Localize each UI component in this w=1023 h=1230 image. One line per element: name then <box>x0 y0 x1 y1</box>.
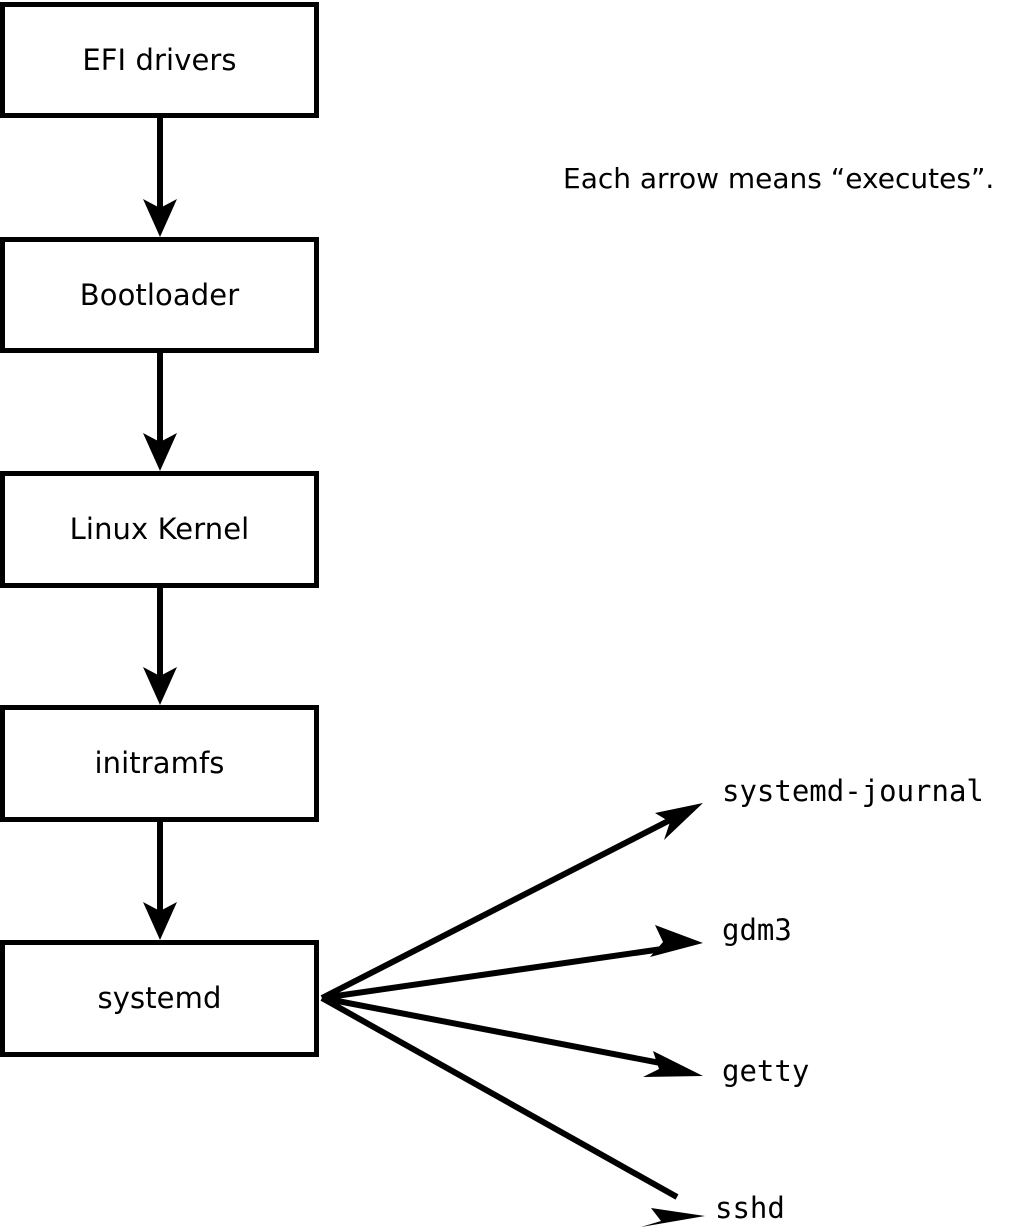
node-bootloader[interactable]: Bootloader <box>0 237 319 353</box>
service-label-gdm3[interactable]: gdm3 <box>722 913 792 947</box>
node-label-initramfs: initramfs <box>94 746 225 780</box>
chain-arrow-kernel-to-initramfs <box>143 588 177 705</box>
fan-arrow-getty <box>321 995 703 1077</box>
node-label-efi-drivers: EFI drivers <box>82 42 237 77</box>
chain-arrow-initramfs-to-systemd <box>143 822 177 940</box>
node-label-linux-kernel: Linux Kernel <box>69 512 250 546</box>
fan-arrow-sshd <box>320 995 705 1227</box>
node-label-bootloader: Bootloader <box>79 277 240 312</box>
service-label-systemd-journal[interactable]: systemd-journal <box>722 774 984 808</box>
service-label-getty[interactable]: getty <box>722 1054 810 1088</box>
node-systemd[interactable]: systemd <box>0 940 319 1057</box>
service-label-sshd[interactable]: sshd <box>715 1191 785 1225</box>
node-linux-kernel[interactable]: Linux Kernel <box>0 471 319 588</box>
fan-arrow-gdm3 <box>321 925 703 1001</box>
diagram-caption: Each arrow means “executes”. <box>563 162 995 195</box>
node-label-systemd: systemd <box>97 981 222 1015</box>
chain-arrow-efi-to-bootloader <box>143 118 177 237</box>
chain-arrow-bootloader-to-kernel <box>143 353 177 471</box>
fan-arrow-systemd-journal <box>320 803 703 1001</box>
node-initramfs[interactable]: initramfs <box>0 705 319 822</box>
node-efi-drivers[interactable]: EFI drivers <box>0 2 319 118</box>
